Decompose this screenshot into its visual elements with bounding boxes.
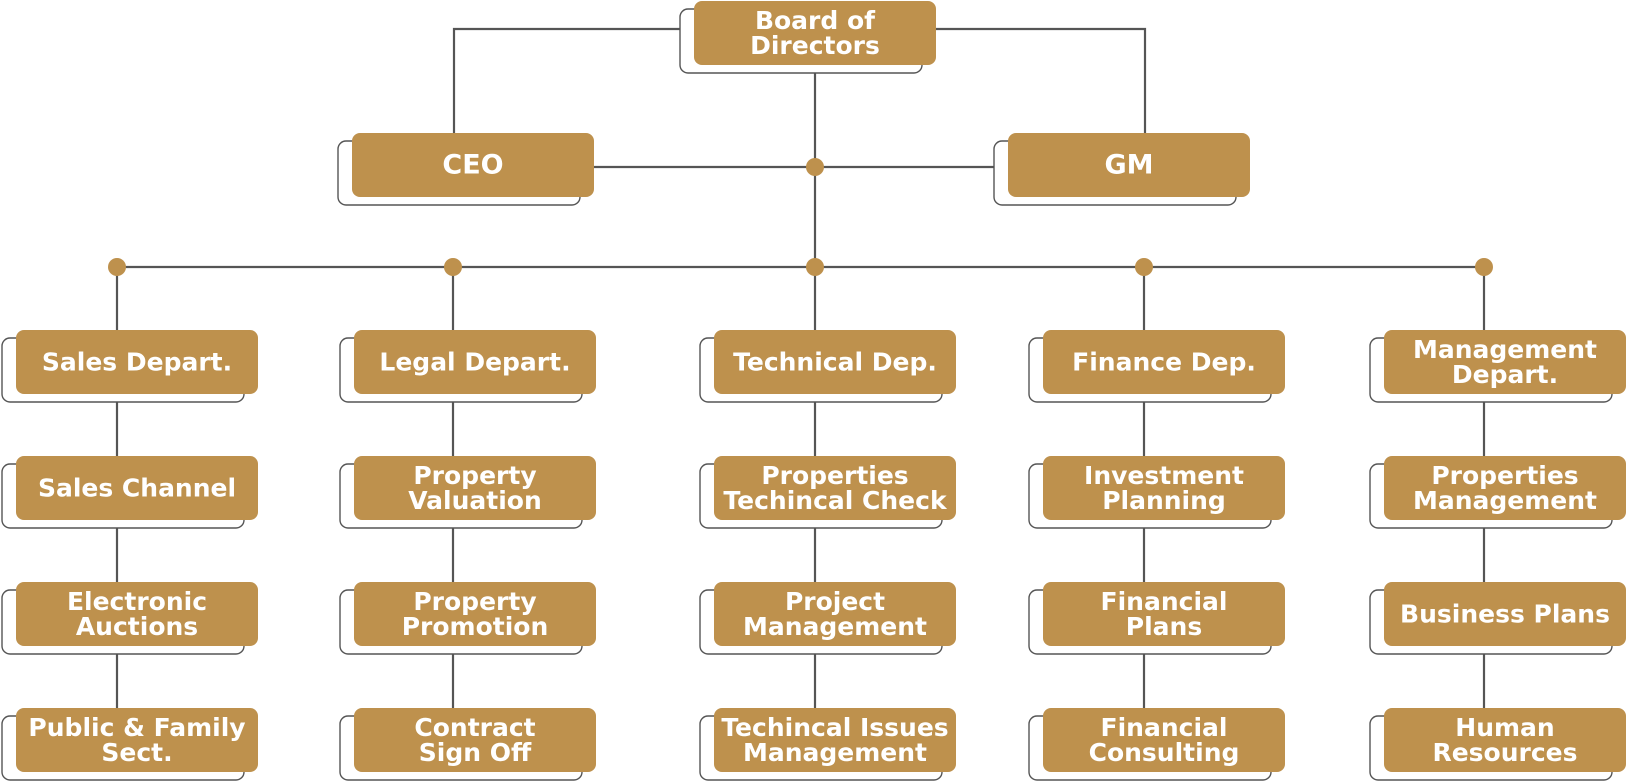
node-box [1384, 330, 1626, 394]
node-box [1043, 456, 1285, 520]
node-box [1043, 582, 1285, 646]
node-box [16, 708, 258, 772]
node-box [354, 330, 596, 394]
junction-dot [444, 258, 462, 276]
node-label: Finance Dep. [1072, 348, 1256, 377]
node-label: Board of [755, 6, 876, 35]
connector-board-gm [936, 27, 1147, 133]
junction-dots [108, 158, 1493, 276]
node-label: Auctions [76, 612, 198, 641]
node-label: Planning [1102, 486, 1226, 515]
node-box [694, 1, 936, 65]
node-label: Technical Dep. [733, 348, 937, 377]
node-label: Public & Family [28, 713, 245, 742]
node-box [714, 582, 956, 646]
node-gm: GM [993, 133, 1250, 206]
node-label: Financial [1101, 713, 1228, 742]
node-department-unit: Business Plans [1369, 582, 1626, 655]
node-label: Consulting [1089, 738, 1240, 767]
node-label: Depart. [1452, 360, 1558, 389]
node-department-head: Legal Depart. [339, 330, 596, 403]
node-label: Resources [1432, 738, 1577, 767]
node-ceo: CEO [337, 133, 594, 206]
node-box [16, 456, 258, 520]
node-label: Financial [1101, 587, 1228, 616]
node-label: Management [743, 612, 927, 641]
node-label: Promotion [402, 612, 549, 641]
node-box [1043, 708, 1285, 772]
node-box [714, 330, 956, 394]
node-box [16, 582, 258, 646]
node-box [1384, 456, 1626, 520]
junction-dot [108, 258, 126, 276]
node-box [354, 582, 596, 646]
node-box [352, 133, 594, 197]
node-label: Management [1413, 486, 1597, 515]
node-label: Property [413, 461, 536, 490]
node-label: Human [1455, 713, 1554, 742]
node-label: Sales Depart. [42, 348, 232, 377]
node-label: Properties [1431, 461, 1578, 490]
junction-dot [1475, 258, 1493, 276]
node-label: Property [413, 587, 536, 616]
node-label: Project [785, 587, 885, 616]
junction-dot [806, 258, 824, 276]
junction-dot [806, 158, 824, 176]
node-box [714, 708, 956, 772]
node-box [354, 456, 596, 520]
node-label: Techincal Issues [721, 713, 948, 742]
node-box [1008, 133, 1250, 197]
node-box [354, 708, 596, 772]
node-label: Sect. [101, 738, 172, 767]
node-label: Management [743, 738, 927, 767]
node-label: Investment [1084, 461, 1244, 490]
node-department-head: Technical Dep. [699, 330, 956, 403]
node-label: Electronic [67, 587, 207, 616]
node-label: Plans [1126, 612, 1202, 641]
node-box [1043, 330, 1285, 394]
node-label: Valuation [408, 486, 542, 515]
node-label: Sign Off [419, 738, 532, 767]
node-box [1384, 708, 1626, 772]
node-label: Directors [750, 31, 880, 60]
node-label: Sales Channel [38, 474, 236, 503]
node-box [16, 330, 258, 394]
node-label: CEO [442, 150, 503, 181]
node-label: Business Plans [1400, 600, 1610, 629]
connector-board-ceo [452, 27, 686, 133]
node-label: Management [1413, 335, 1597, 364]
junction-dot [1135, 258, 1153, 276]
node-department-head: Finance Dep. [1028, 330, 1285, 403]
node-label: Contract [414, 713, 535, 742]
node-label: Properties [761, 461, 908, 490]
node-department-head: Sales Depart. [1, 330, 258, 403]
node-label: Techincal Check [723, 486, 948, 515]
node-box [1384, 582, 1626, 646]
node-department-unit: Sales Channel [1, 456, 258, 529]
node-label: GM [1104, 150, 1153, 181]
node-label: Legal Depart. [379, 348, 570, 377]
node-box [714, 456, 956, 520]
